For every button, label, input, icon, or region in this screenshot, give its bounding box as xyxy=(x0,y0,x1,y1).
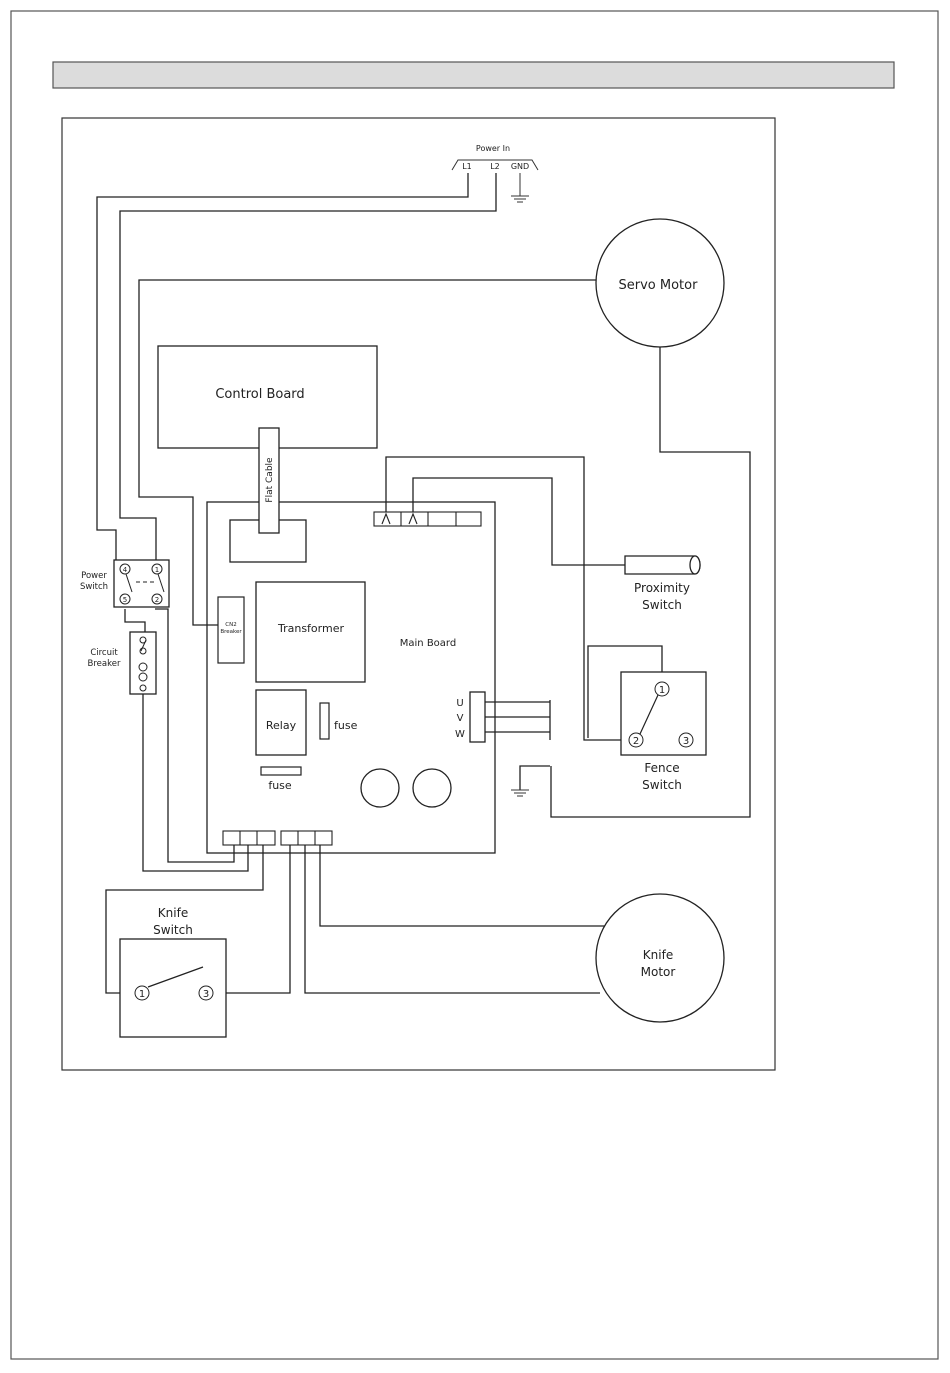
power-switch-pin-5: 5 xyxy=(123,596,127,604)
uvw-terminal: U V W xyxy=(455,692,485,742)
ground-symbol xyxy=(511,173,529,202)
cn2-breaker-line1: CN2 xyxy=(225,622,236,628)
knife-switch-line1: Knife xyxy=(158,906,188,920)
power-in-l2: L2 xyxy=(490,162,500,171)
power-in-l1: L1 xyxy=(462,162,472,171)
flat-cable: Flat Cable xyxy=(259,428,279,533)
power-switch-line2: Switch xyxy=(80,582,108,592)
cn2-breaker-line2: Breaker xyxy=(220,629,242,635)
flat-cable-label: Flat Cable xyxy=(265,457,275,503)
fuse-right: fuse xyxy=(320,703,358,739)
power-switch: Power Switch 4 1 5 2 xyxy=(80,560,169,607)
terminal-w: W xyxy=(455,729,465,740)
servo-motor: Servo Motor xyxy=(596,219,724,347)
fuse-bottom-label: fuse xyxy=(268,779,292,792)
relay: Relay xyxy=(256,690,306,755)
fuse-bottom: fuse xyxy=(261,767,301,792)
knife-motor-line2: Motor xyxy=(641,965,676,979)
circuit-breaker-line2: Breaker xyxy=(88,659,121,669)
fence-switch: 1 2 3 Fence Switch xyxy=(621,672,706,792)
fence-switch-line2: Switch xyxy=(642,778,682,792)
knife-switch: Knife Switch 1 3 xyxy=(120,906,226,1037)
circuit-breaker: Circuit Breaker xyxy=(88,632,156,694)
power-in: Power In L1 L2 GND xyxy=(452,144,538,202)
power-switch-pin-1: 1 xyxy=(155,566,159,574)
main-board-label: Main Board xyxy=(400,638,456,649)
proximity-switch-line1: Proximity xyxy=(634,581,690,595)
ground-symbol-main xyxy=(511,790,529,796)
servo-motor-label: Servo Motor xyxy=(619,278,699,293)
terminal-v: V xyxy=(457,713,464,724)
top-connector-strip xyxy=(374,512,481,526)
capacitor-left xyxy=(361,769,399,807)
fuse-right-label: fuse xyxy=(334,719,358,732)
circuit-breaker-line1: Circuit xyxy=(90,648,118,658)
power-switch-pin-4: 4 xyxy=(123,566,128,574)
power-switch-line1: Power xyxy=(81,571,107,581)
terminal-u: U xyxy=(456,698,463,709)
knife-motor-line1: Knife xyxy=(643,948,673,962)
knife-switch-pin-1: 1 xyxy=(139,989,145,1000)
bottom-connector-right xyxy=(281,831,332,845)
relay-label: Relay xyxy=(266,719,297,732)
proximity-switch-line2: Switch xyxy=(642,598,682,612)
power-in-title: Power In xyxy=(476,144,510,153)
control-board-label: Control Board xyxy=(215,387,304,402)
transformer: Transformer xyxy=(256,582,365,682)
knife-switch-line2: Switch xyxy=(153,923,193,937)
power-switch-pin-2: 2 xyxy=(155,596,159,604)
fence-switch-pin-3: 3 xyxy=(683,736,689,747)
header-bar xyxy=(53,62,894,88)
knife-switch-pin-3: 3 xyxy=(203,989,209,1000)
fence-switch-pin-2: 2 xyxy=(633,736,639,747)
cn2-breaker: CN2 Breaker xyxy=(218,597,244,663)
knife-motor: Knife Motor xyxy=(596,894,724,1022)
power-in-gnd: GND xyxy=(511,162,529,171)
fence-switch-line1: Fence xyxy=(644,761,679,775)
capacitor-right xyxy=(413,769,451,807)
bottom-connector-left xyxy=(223,831,275,845)
fence-switch-pin-1: 1 xyxy=(659,685,665,696)
transformer-label: Transformer xyxy=(277,622,344,635)
